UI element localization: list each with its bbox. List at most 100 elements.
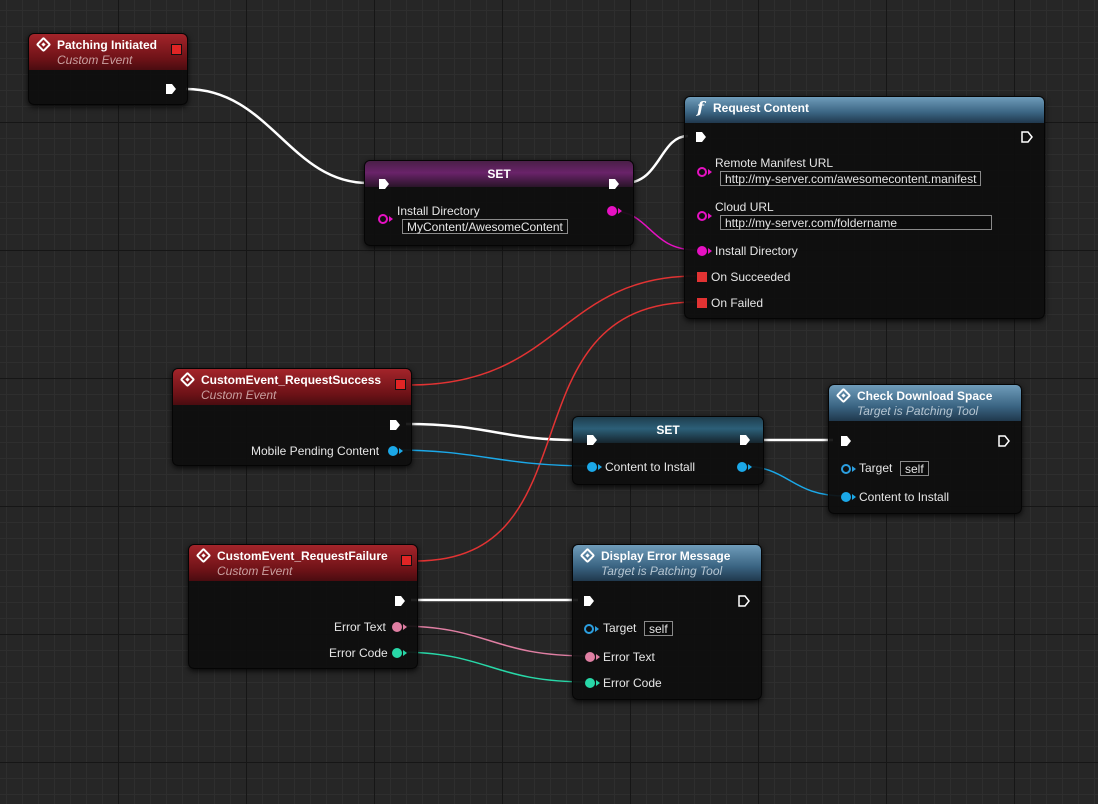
node-subtitle: Custom Event (201, 388, 277, 402)
pin-label-content-to-install: Content to Install (605, 460, 696, 474)
pin-label-error-text: Error Text (334, 620, 386, 634)
function-f-icon: f (697, 98, 704, 117)
node-subtitle: Custom Event (217, 564, 293, 578)
wire-delegate-failure (415, 301, 697, 562)
pin-label-install-directory: Install Directory (397, 204, 480, 218)
pin-label-target: Target (859, 461, 893, 475)
wire-delegate-success (409, 275, 697, 386)
event-diamond-icon (179, 371, 196, 388)
exec-out-pin-icon[interactable] (389, 419, 401, 431)
pin-arrow-icon (596, 680, 600, 686)
pin-arrow-icon (708, 213, 712, 219)
pin-label-remote-manifest-url: Remote Manifest URL (715, 156, 834, 170)
string-in-pin-icon[interactable] (697, 246, 707, 256)
node-patching-initiated[interactable]: Patching Initiated Custom Event (28, 33, 188, 105)
pin-label-target: Target (603, 621, 637, 635)
pin-arrow-icon (708, 169, 712, 175)
delegate-pin[interactable] (395, 379, 406, 390)
struct-out-pin-icon[interactable] (737, 462, 747, 472)
exec-out-pin-icon[interactable] (739, 434, 751, 446)
node-set-content-to-install[interactable]: SET Content to Install (572, 416, 764, 485)
pin-arrow-icon (389, 216, 393, 222)
node-header: Patching Initiated Custom Event (29, 34, 187, 70)
exec-out-pin-icon[interactable] (998, 435, 1010, 447)
pin-arrow-icon (595, 626, 599, 632)
string-in-pin-icon[interactable] (697, 211, 707, 221)
int-out-pin-icon[interactable] (392, 648, 402, 658)
pin-arrow-icon (403, 650, 407, 656)
pin-label-on-succeeded: On Succeeded (711, 270, 791, 284)
function-diamond-icon (579, 547, 596, 564)
function-diamond-icon (835, 387, 852, 404)
exec-in-pin-icon[interactable] (840, 435, 852, 447)
pin-arrow-icon (399, 448, 403, 454)
exec-in-pin-icon[interactable] (378, 178, 390, 190)
node-set-install-directory[interactable]: SET Install Directory MyContent/AwesomeC… (364, 160, 634, 246)
node-display-error-message[interactable]: Display Error Message Target is Patching… (572, 544, 762, 700)
text-out-pin-icon[interactable] (392, 622, 402, 632)
node-check-download-space[interactable]: Check Download Space Target is Patching … (828, 384, 1022, 514)
object-in-pin-icon[interactable] (584, 624, 594, 634)
exec-in-pin-icon[interactable] (586, 434, 598, 446)
wire-exec-patching-to-set (185, 87, 369, 185)
struct-out-pin-icon[interactable] (388, 446, 398, 456)
text-in-pin-icon[interactable] (585, 652, 595, 662)
wire-exec-set-to-request (624, 134, 689, 185)
struct-in-pin-icon[interactable] (587, 462, 597, 472)
install-directory-input[interactable]: MyContent/AwesomeContent (402, 219, 568, 234)
exec-out-pin-icon[interactable] (738, 595, 750, 607)
pin-label-error-code: Error Code (329, 646, 388, 660)
event-diamond-icon (35, 36, 52, 53)
delegate-pin[interactable] (171, 44, 182, 55)
wire-exec-success-to-set2 (405, 422, 579, 442)
pin-arrow-icon (748, 464, 752, 470)
remote-manifest-url-input[interactable]: http://my-server.com/awesomecontent.mani… (720, 171, 982, 186)
node-custom-event-request-failure[interactable]: CustomEvent_RequestFailure Custom Event … (188, 544, 418, 669)
delegate-pin-on-succeeded-icon[interactable] (697, 272, 707, 282)
struct-in-pin-icon[interactable] (841, 492, 851, 502)
node-title: SET (365, 161, 633, 187)
node-header: CustomEvent_RequestFailure Custom Event (189, 545, 417, 581)
node-subtitle: Target is Patching Tool (601, 564, 723, 578)
pin-label-content-to-install: Content to Install (859, 490, 950, 504)
node-custom-event-request-success[interactable]: CustomEvent_RequestSuccess Custom Event … (172, 368, 412, 466)
wire-text-error (396, 625, 590, 657)
delegate-pin-on-failed-icon[interactable] (697, 298, 707, 308)
pin-label-cloud-url: Cloud URL (715, 200, 774, 214)
pin-arrow-icon (403, 624, 407, 630)
string-out-pin-icon[interactable] (607, 206, 617, 216)
wire-int-error-code (396, 651, 590, 683)
pin-label-mobile-pending-content: Mobile Pending Content (251, 444, 380, 458)
pin-arrow-icon (852, 466, 856, 472)
pin-label-install-directory: Install Directory (715, 244, 798, 258)
delegate-pin[interactable] (401, 555, 412, 566)
object-in-pin-icon[interactable] (841, 464, 851, 474)
node-title: Check Download Space (857, 389, 993, 403)
exec-out-pin-icon[interactable] (394, 595, 406, 607)
exec-in-pin-icon[interactable] (695, 131, 707, 143)
exec-in-pin-icon[interactable] (583, 595, 595, 607)
node-header: Check Download Space Target is Patching … (829, 385, 1021, 421)
pin-arrow-icon (852, 494, 856, 500)
target-self-input[interactable]: self (644, 621, 673, 636)
node-header: f Request Content (685, 97, 1044, 123)
wire-struct-pending (393, 449, 592, 467)
exec-out-pin-icon[interactable] (608, 178, 620, 190)
node-subtitle: Target is Patching Tool (857, 404, 979, 418)
node-title: SET (573, 417, 763, 443)
node-header: Display Error Message Target is Patching… (573, 545, 761, 581)
cloud-url-input[interactable]: http://my-server.com/foldername (720, 215, 992, 230)
node-request-content[interactable]: f Request Content Remote Manifest URL ht… (684, 96, 1045, 319)
int-in-pin-icon[interactable] (585, 678, 595, 688)
pin-label-on-failed: On Failed (711, 296, 764, 310)
string-in-pin-icon[interactable] (697, 167, 707, 177)
pin-label-error-text: Error Text (603, 650, 655, 664)
node-title: CustomEvent_RequestSuccess (201, 373, 382, 387)
node-title: Display Error Message (601, 549, 731, 563)
node-title: Request Content (713, 101, 809, 115)
exec-out-pin-icon[interactable] (1021, 131, 1033, 143)
pin-arrow-icon (596, 654, 600, 660)
exec-out-pin-icon[interactable] (165, 83, 177, 95)
target-self-input[interactable]: self (900, 461, 929, 476)
string-in-pin-icon[interactable] (378, 214, 388, 224)
